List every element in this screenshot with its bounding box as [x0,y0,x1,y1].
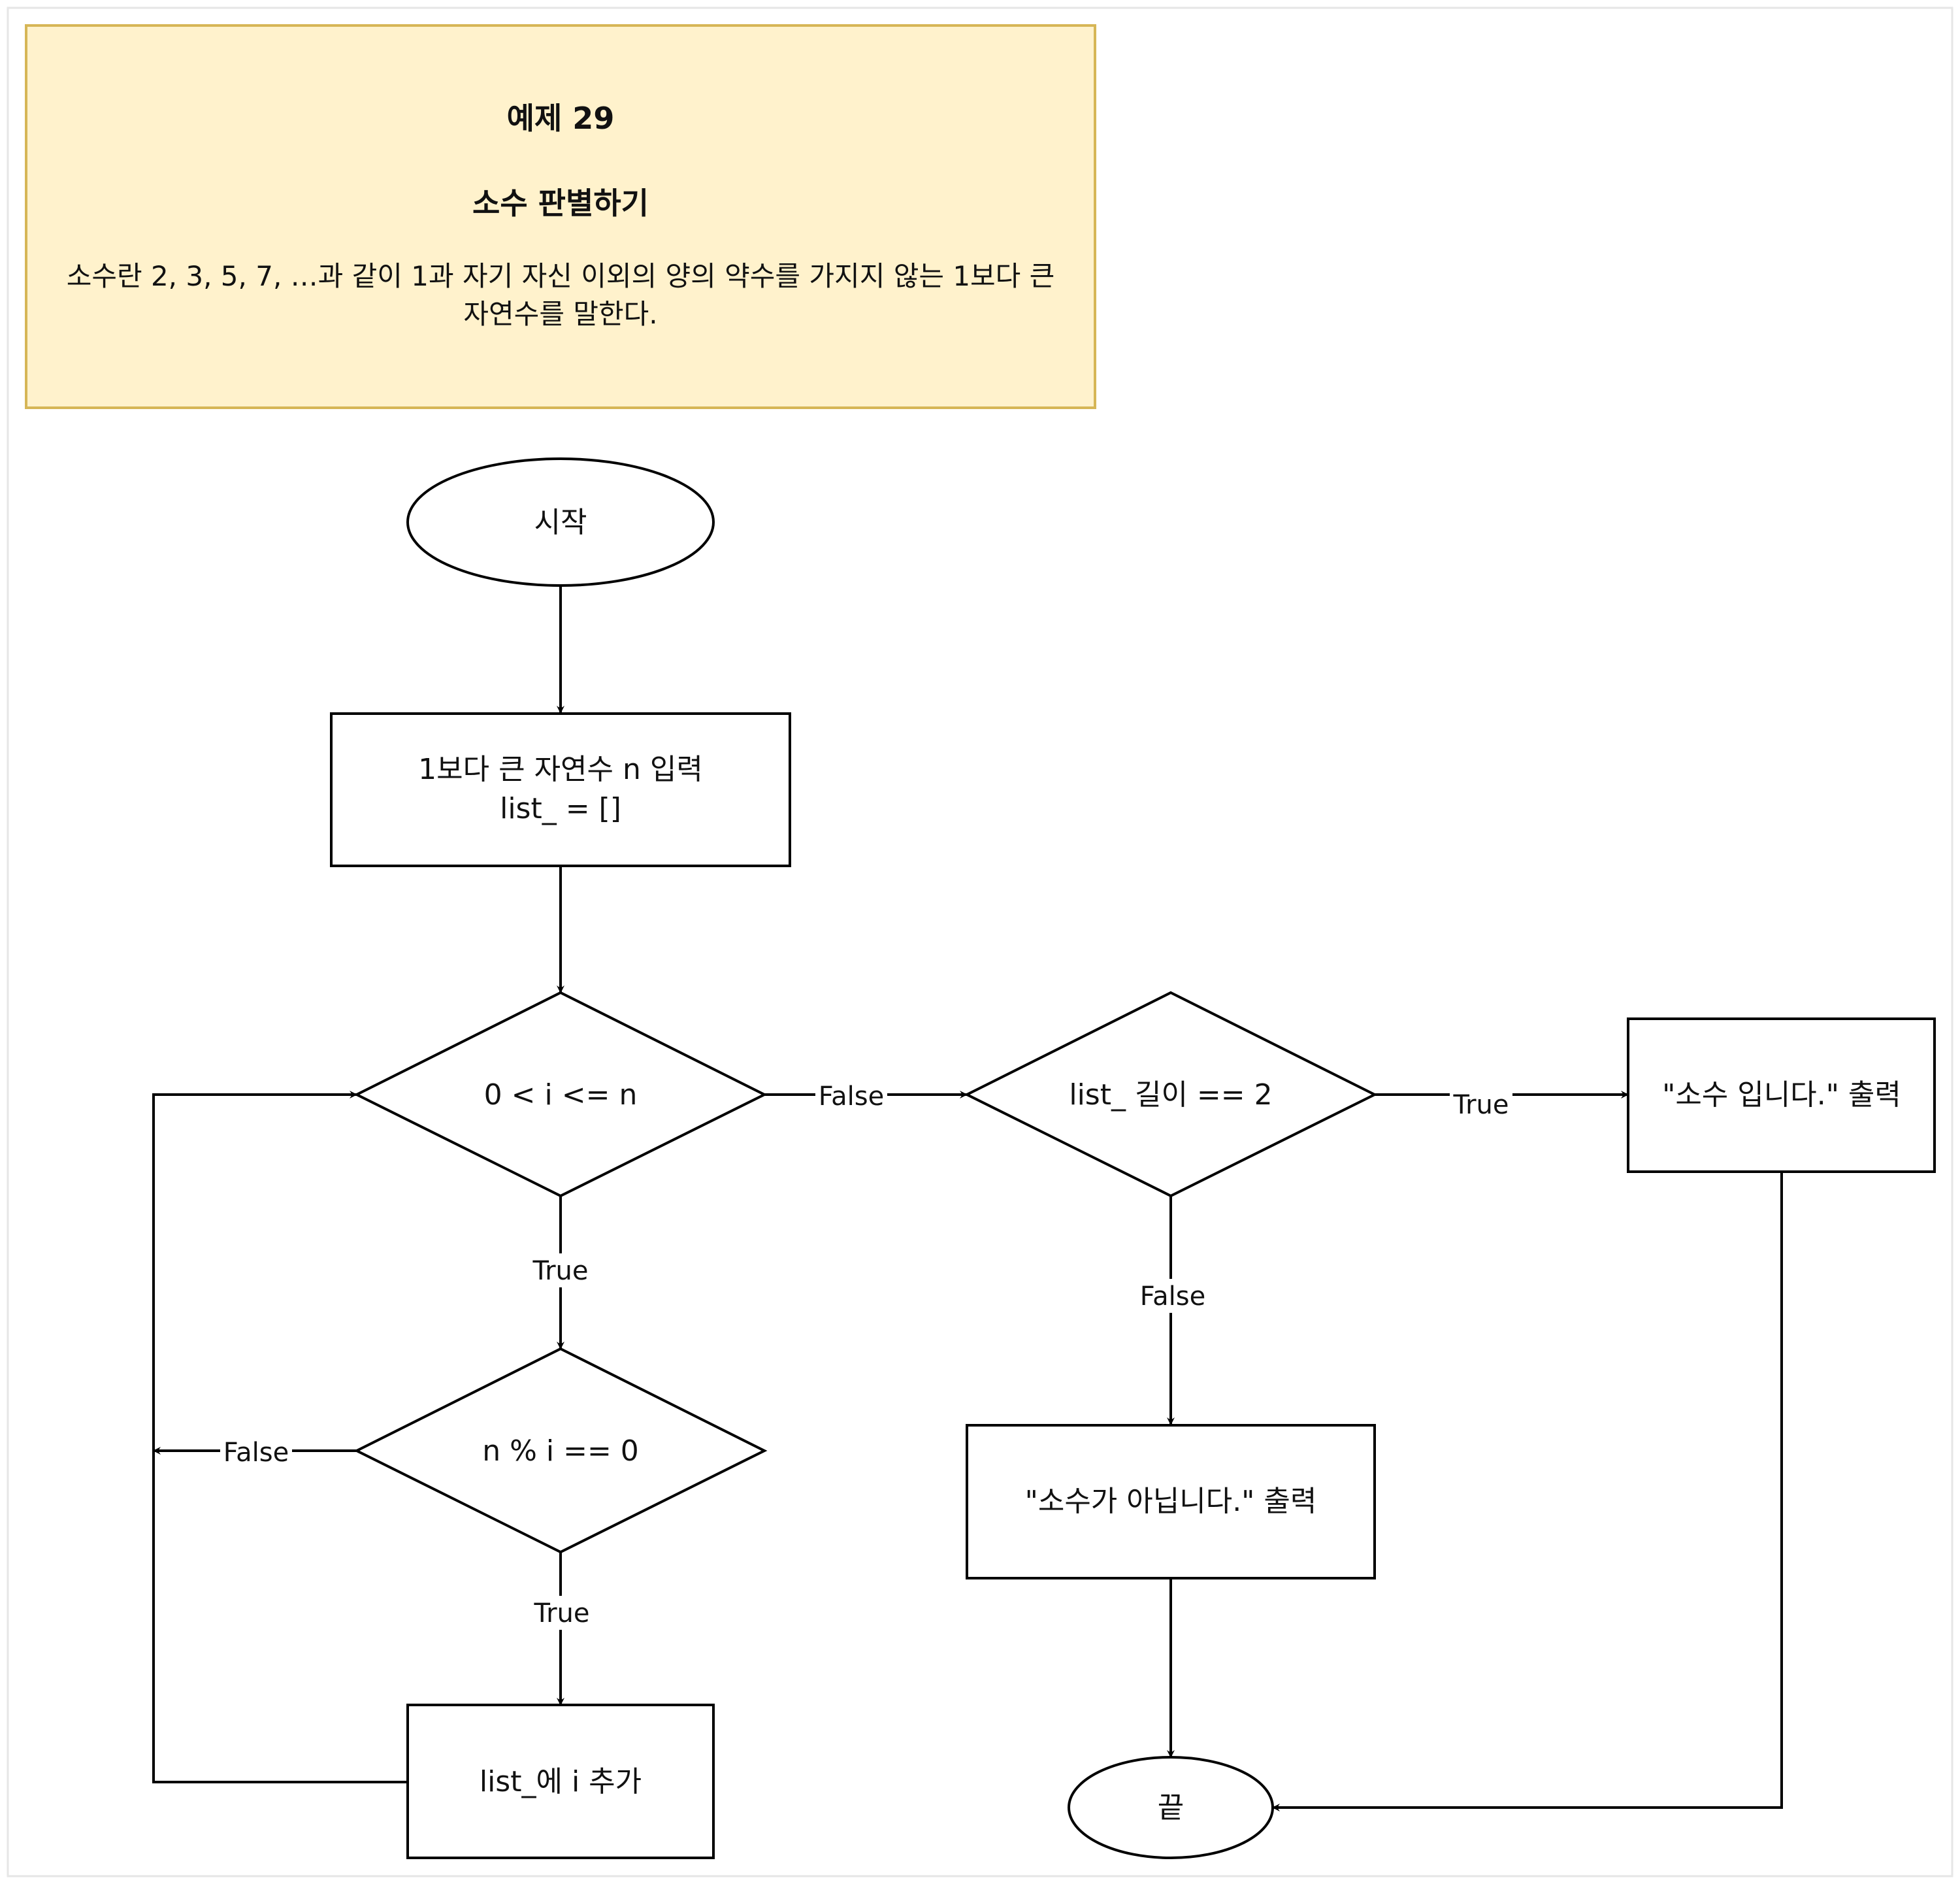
end-label: 끝 [1158,1791,1184,1825]
edge-label-mod-false: False [223,1438,289,1468]
edge-label-range-true: True [532,1256,589,1286]
note-title: 예제 29 [507,101,615,136]
edge-label-range-false: False [819,1082,884,1112]
mod-condition-label: n % i == 0 [482,1434,639,1468]
label-bg [1450,1087,1512,1121]
node-texts: 시작 1보다 큰 자연수 n 입력 list_ = [] 0 < i <= n … [418,506,1901,1825]
append-label: list_에 i 추가 [480,1765,642,1798]
label-bg [815,1078,887,1112]
print-not-prime-node [966,1424,1376,1579]
edge-label-len-false: False [1140,1281,1205,1312]
length-decision [964,991,1378,1198]
nodes [330,457,1936,1859]
start-node [406,457,715,587]
label-bg [220,1435,292,1469]
range-condition-label: 0 < i <= n [484,1078,638,1112]
end-node [1068,1756,1274,1859]
note-box-background [25,24,1096,409]
edge-label-len-true: True [1453,1090,1509,1120]
note-description-line2: 자연수를 말한다. [463,298,657,330]
length-condition-label: list_ 길이 == 2 [1069,1078,1272,1112]
note-box: 예제 29 소수 판별하기 소수란 2, 3, 5, 7, …과 같이 1과 자… [25,24,1096,409]
mod-decision [353,1347,768,1554]
edge-label-mod-true: True [534,1598,590,1628]
label-bg [529,1253,592,1287]
edge-labels: False True False True True False [220,1078,1512,1630]
start-label: 시작 [534,506,587,539]
canvas-border [7,7,1953,1877]
label-bg [1137,1279,1209,1313]
note-description-line1: 소수란 2, 3, 5, 7, …과 같이 1과 자기 자신 이외의 양의 약수… [67,260,1055,292]
input-label-line1: 1보다 큰 자연수 n 입력 [418,753,703,786]
range-decision [353,991,768,1198]
label-bg [531,1596,593,1630]
input-node [330,712,791,867]
print-prime-node [1627,1017,1936,1173]
append-node [406,1704,715,1859]
note-subtitle: 소수 판별하기 [472,186,649,221]
print-prime-label: "소수 입니다." 출력 [1662,1078,1901,1112]
edge-prime-to-end [1272,1172,1783,1811]
input-label-line2: list_ = [] [500,792,621,825]
edge-append-loop-back [152,1091,408,1783]
print-not-prime-label: "소수가 아닙니다." 출력 [1025,1485,1317,1518]
